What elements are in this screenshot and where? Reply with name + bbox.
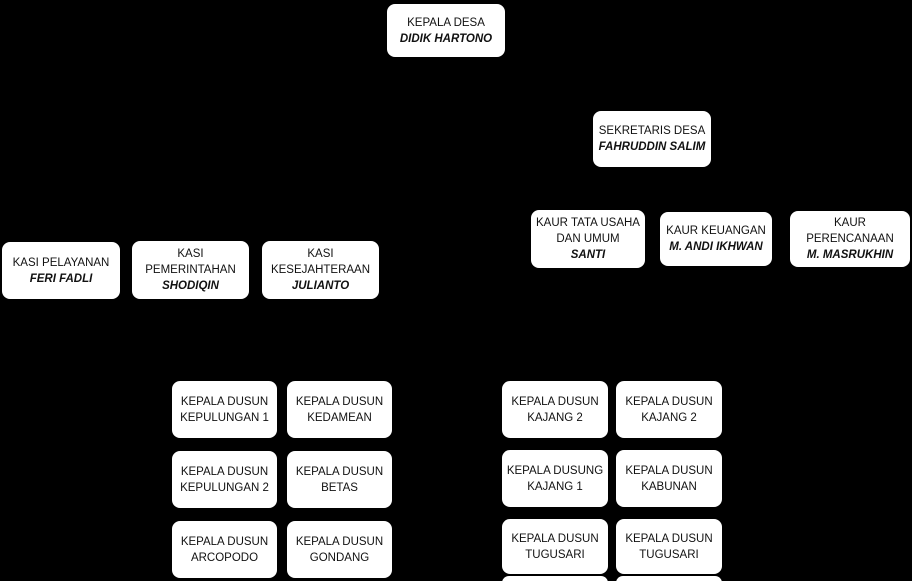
- node-title: KAUR: [834, 217, 866, 229]
- node-kasi-pemerintahan: KASI PEMERINTAHAN SHODIQIN: [132, 241, 249, 299]
- node-title: DAN UMUM: [556, 233, 620, 245]
- node-title: KEPULUNGAN 1: [180, 411, 269, 424]
- node-title: TUGUSARI: [525, 548, 585, 561]
- node-sekretaris-desa: SEKRETARIS DESA FAHRUDDIN SALIM: [593, 111, 711, 167]
- node-title: KEPALA DUSUN: [625, 464, 713, 477]
- node-cutoff-partial-box-1: [502, 576, 608, 581]
- node-title: TUGUSARI: [639, 548, 699, 561]
- node-title: ARCOPODO: [190, 551, 259, 564]
- node-kepala-dusun-kepulungan-1: KEPALA DUSUN KEPULUNGAN 1: [172, 381, 277, 438]
- node-title: KEPALA DUSUN: [511, 532, 599, 545]
- node-title: KESEJAHTERAAN: [270, 264, 371, 276]
- node-title: KEPULUNGAN 2: [180, 481, 269, 494]
- node-title: KASI PELAYANAN: [12, 256, 110, 269]
- node-person-name: JULIANTO: [291, 280, 350, 292]
- node-kepala-dusun-tugusari-b: KEPALA DUSUN TUGUSARI: [616, 519, 722, 574]
- node-title: KEPALA DUSUN: [295, 395, 384, 408]
- node-kasi-kesejahteraan: KASI KESEJAHTERAAN JULIANTO: [262, 241, 379, 299]
- node-kepala-dusung-kajang-1: KEPALA DUSUNG KAJANG 1: [502, 450, 608, 507]
- node-kepala-dusun-tugusari-a: KEPALA DUSUN TUGUSARI: [502, 519, 608, 574]
- node-title: KASI: [177, 248, 204, 260]
- node-title: KAUR TATA USAHA: [536, 217, 640, 229]
- node-title: KAJANG 2: [641, 411, 697, 424]
- node-title: KEPALA DUSUN: [180, 535, 269, 548]
- node-kepala-dusun-kabunan: KEPALA DUSUN KABUNAN: [616, 450, 722, 507]
- node-title: KEDAMEAN: [307, 411, 372, 424]
- node-title: KABUNAN: [641, 480, 697, 493]
- node-title: KAUR KEUANGAN: [666, 225, 766, 237]
- node-kepala-dusun-kedamean: KEPALA DUSUN KEDAMEAN: [287, 381, 392, 438]
- node-kepala-dusun-arcopodo: KEPALA DUSUN ARCOPODO: [172, 521, 277, 578]
- node-title: KEPALA DUSUN: [180, 395, 269, 408]
- node-kepala-dusun-kajang-2-b: KEPALA DUSUN KAJANG 2: [616, 381, 722, 438]
- node-title: BETAS: [321, 481, 358, 494]
- node-title: SEKRETARIS DESA: [598, 125, 706, 137]
- node-person-name: FAHRUDDIN SALIM: [598, 141, 706, 153]
- node-kepala-dusun-betas: KEPALA DUSUN BETAS: [287, 451, 392, 508]
- node-person-name: SANTI: [570, 249, 606, 261]
- node-cutoff-partial-box-2: [616, 576, 722, 581]
- node-title: KEPALA DUSUN: [625, 532, 713, 545]
- node-title: GONDANG: [309, 551, 370, 564]
- node-title: KEPALA DESA: [407, 16, 485, 29]
- node-kaur-perencanaan: KAUR PERENCANAAN M. MASRUKHIN: [790, 211, 910, 267]
- node-title: KEPALA DUSUNG: [506, 464, 604, 477]
- node-kepala-desa: KEPALA DESA DIDIK HARTONO: [387, 4, 505, 57]
- node-kepala-dusun-kajang-2-a: KEPALA DUSUN KAJANG 2: [502, 381, 608, 438]
- node-title: KEPALA DUSUN: [180, 465, 269, 478]
- node-title: KAJANG 1: [527, 480, 583, 493]
- node-title: KEPALA DUSUN: [295, 465, 384, 478]
- node-title: KASI: [307, 248, 334, 260]
- node-person-name: M. MASRUKHIN: [806, 249, 894, 261]
- node-title: KEPALA DUSUN: [295, 535, 384, 548]
- node-kepala-dusun-gondang: KEPALA DUSUN GONDANG: [287, 521, 392, 578]
- node-kaur-tata-usaha-dan-umum: KAUR TATA USAHA DAN UMUM SANTI: [531, 210, 645, 268]
- node-person-name: SHODIQIN: [162, 280, 219, 292]
- node-title: KEPALA DUSUN: [625, 395, 713, 408]
- node-kepala-dusun-kepulungan-2: KEPALA DUSUN KEPULUNGAN 2: [172, 451, 277, 508]
- node-title: KAJANG 2: [527, 411, 583, 424]
- node-person-name: FERI FADLI: [29, 272, 93, 285]
- node-kaur-keuangan: KAUR KEUANGAN M. ANDI IKHWAN: [660, 212, 772, 266]
- node-kasi-pelayanan: KASI PELAYANAN FERI FADLI: [2, 242, 120, 299]
- node-title: PEMERINTAHAN: [145, 264, 236, 276]
- node-title: PERENCANAAN: [806, 233, 894, 245]
- node-person-name: DIDIK HARTONO: [399, 32, 493, 45]
- node-person-name: M. ANDI IKHWAN: [669, 241, 763, 253]
- node-title: KEPALA DUSUN: [511, 395, 599, 408]
